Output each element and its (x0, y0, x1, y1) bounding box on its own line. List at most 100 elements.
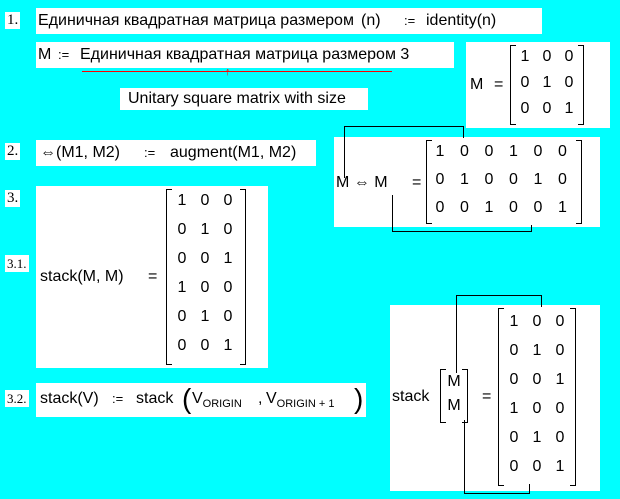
equals-sign: = (482, 388, 492, 405)
stack-def-lhs: stack(V) (40, 390, 99, 407)
matrix-cell: 0 (509, 458, 519, 475)
trace-line (464, 493, 530, 494)
matrix-cell: 1 (509, 143, 518, 160)
augment-call: augment(M1, M2) (170, 144, 297, 161)
matrix-cell: 0 (542, 100, 552, 117)
matrix-cell: 1 (520, 48, 530, 65)
trace-line (464, 420, 465, 494)
matrix-cell: 0 (532, 458, 542, 475)
reference-arrow-icon: ↑ (225, 66, 231, 78)
matrix-cell: 0 (435, 199, 445, 216)
trace-line (456, 295, 542, 296)
matrix-cell: 0 (223, 279, 233, 296)
close-paren: ) (354, 383, 364, 414)
matrix-cell: 0 (460, 199, 469, 216)
matrix-cell: 0 (532, 400, 542, 417)
matrix-cell: 1 (564, 100, 574, 117)
matrix-cell: 0 (555, 400, 565, 417)
trace-line (392, 195, 393, 231)
matrix-cell: 0 (435, 171, 445, 188)
stack-arg-1: M (447, 373, 461, 390)
matrix-cell: 1 (532, 342, 542, 359)
matrix-cell: 0 (484, 171, 494, 188)
m-variable: M (38, 46, 52, 63)
matrix-cell: 0 (223, 221, 233, 238)
m-definition-value: Единичная квадратная матрица размером 3 (80, 46, 410, 63)
assign-operator: := (144, 145, 156, 160)
matrix-cell: 0 (200, 279, 210, 296)
matrix-cell: 0 (509, 171, 518, 188)
matrix-cell: 1 (460, 171, 469, 188)
matrix-cell: 0 (460, 143, 469, 160)
augment-definition-region[interactable]: ⇔(M1, M2) := augment(M1, M2) (36, 140, 316, 166)
equals-sign: = (148, 268, 158, 285)
matrix-cell: 1 (435, 143, 445, 160)
matrix-cell: 0 (200, 337, 210, 354)
matrix-cell: 0 (200, 250, 210, 267)
matrix-cell: 0 (177, 221, 187, 238)
matrix-cell: 0 (533, 199, 543, 216)
identity-function-name: Единичная квадратная матрица размером (38, 12, 354, 29)
matrix-cell: 0 (509, 199, 518, 216)
step-number-3: 3. (5, 190, 21, 207)
stack-def-v1: VORIGIN (192, 390, 242, 411)
matrix-cell: 0 (509, 342, 519, 359)
trace-line (456, 295, 457, 373)
matrix-cell: 1 (484, 199, 494, 216)
matrix-cell: 1 (177, 279, 187, 296)
matrix-cell: 1 (223, 250, 233, 267)
identity-call: identity(n) (426, 12, 497, 29)
assign-operator: := (404, 13, 416, 28)
step-number-1: 1. (5, 12, 21, 29)
matrix-cell: 0 (509, 371, 519, 388)
matrix-cell: 1 (177, 192, 187, 209)
matrix-cell: 1 (555, 371, 565, 388)
matrix-cell: 0 (177, 250, 187, 267)
matrix-cell: 0 (555, 342, 565, 359)
stack-arg-2: M (447, 397, 461, 414)
augment-operator-def: ⇔(M1, M2) (40, 144, 120, 161)
matrix-cell: 0 (564, 48, 574, 65)
matrix-cell: 1 (555, 458, 565, 475)
trace-line (344, 126, 345, 178)
identity-function-arg: (n) (361, 12, 381, 29)
trace-line (463, 126, 464, 138)
stack-call: stack (392, 388, 430, 405)
matrix-cell: 1 (558, 199, 567, 216)
step-number-3-1: 3.1. (5, 255, 29, 272)
matrix-cell: 1 (223, 337, 233, 354)
matrix-cell: 0 (533, 143, 543, 160)
stack-def-call: stack (136, 390, 174, 407)
matrix-cell: 0 (558, 143, 567, 160)
stack-mm-expression: stack(M, M) (40, 268, 124, 285)
matrix-cell: 1 (200, 221, 210, 238)
stack-def-v2: VORIGIN + 1 (266, 390, 335, 411)
matrix-cell: 0 (564, 74, 574, 91)
matrix-cell: 0 (532, 371, 542, 388)
step-number-3-2: 3.2. (5, 390, 29, 407)
matrix-cell: 0 (177, 308, 187, 325)
matrix-cell: 0 (542, 48, 552, 65)
open-paren: ( (182, 383, 192, 414)
m-definition-region[interactable]: M := Единичная квадратная матрица размер… (36, 42, 454, 68)
matrix-cell: 0 (520, 100, 530, 117)
m-result-label: M (470, 76, 484, 93)
assign-operator: := (58, 47, 70, 62)
matrix-cell: 1 (509, 313, 519, 330)
matrix-cell: 0 (223, 192, 233, 209)
matrix-cell: 0 (484, 143, 494, 160)
trace-line (392, 231, 532, 232)
matrix-cell: 0 (200, 192, 210, 209)
trace-line (344, 126, 464, 127)
equals-sign: = (412, 174, 422, 191)
matrix-cell: 0 (509, 429, 519, 446)
identity-definition-region[interactable]: Единичная квадратная матрица размером (n… (36, 8, 542, 34)
trace-line (531, 225, 532, 232)
stack-definition-region[interactable]: stack(V) := stack ( VORIGIN , VORIGIN + … (36, 383, 366, 417)
